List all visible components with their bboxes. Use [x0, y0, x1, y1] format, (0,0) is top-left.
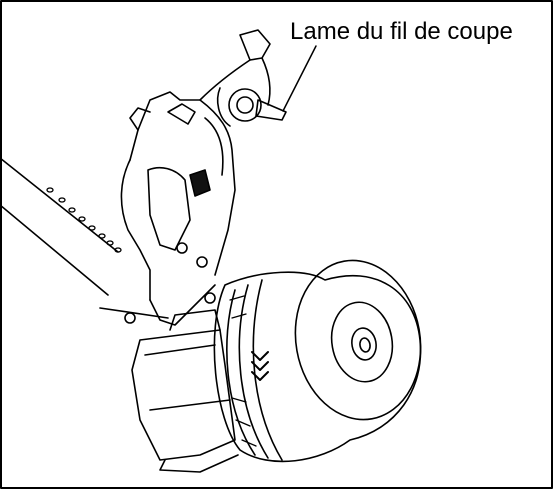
guard-bracket: [120, 29, 271, 326]
shaft-holes: [46, 187, 122, 253]
trimmer-head-icon: [213, 259, 422, 463]
shaft-icon: [0, 157, 169, 319]
callout-leader-line: [282, 45, 317, 112]
cutting-blade-icon: [216, 87, 287, 127]
spool-arrows: [251, 351, 269, 381]
blade-callout-label: Lame du fil de coupe: [290, 18, 513, 45]
motor-housing: [131, 309, 239, 473]
